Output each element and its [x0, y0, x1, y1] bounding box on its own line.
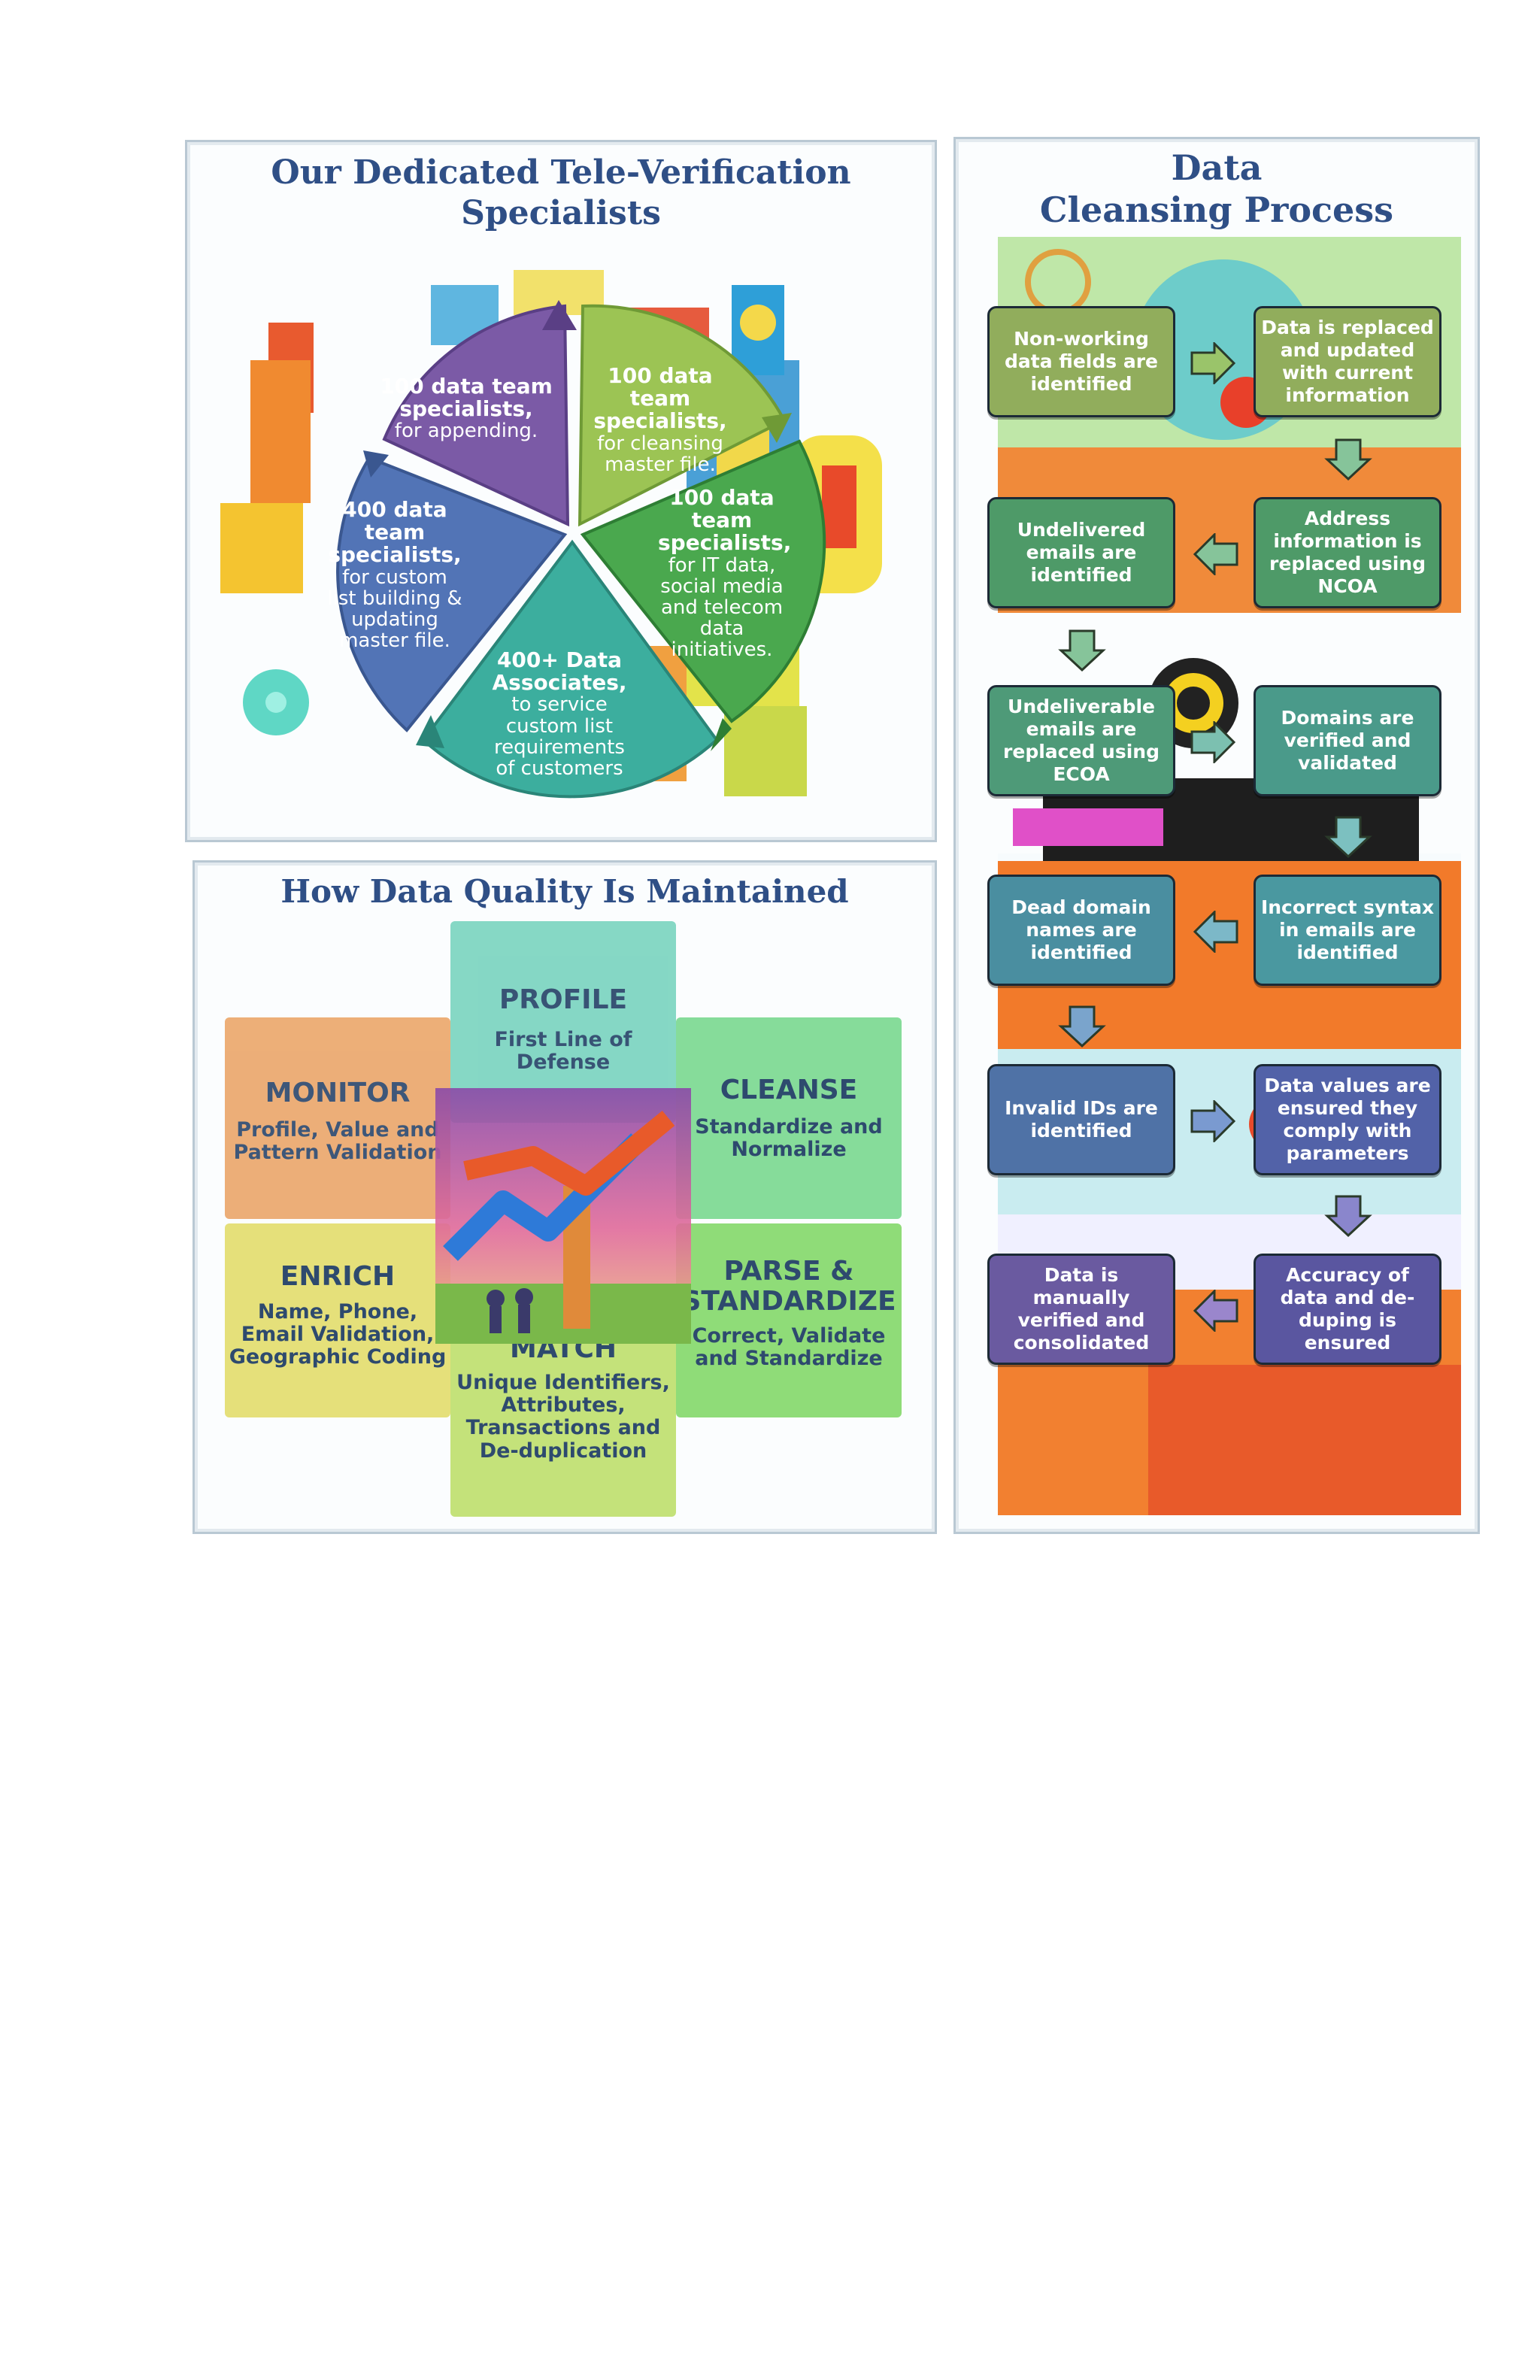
cleanse-box: CLEANSE Standardize and Normalize [676, 1017, 902, 1219]
step-box: Undeliverable emails are replaced using … [987, 685, 1175, 796]
arrow-down-icon [1324, 1193, 1372, 1239]
title-line: Data [956, 147, 1478, 189]
box-heading: PROFILE [450, 984, 676, 1015]
step-box: Address information is replaced using NC… [1254, 497, 1441, 608]
arrow-left-icon [1192, 1290, 1240, 1332]
arrow-down-icon [1058, 1004, 1106, 1049]
segment-text: for IT data, social media and telecom da… [658, 555, 786, 660]
box-subtext: Standardize and Normalize [676, 1116, 902, 1161]
segment-label-custom-list: 400 data team specialists, for custom li… [327, 499, 462, 651]
segment-label-cleansing: 100 data team specialists, for cleansing… [581, 365, 739, 475]
data-cleansing-panel: Data Cleansing Process Non-working data … [953, 137, 1480, 1534]
data-quality-panel: How Data Quality Is Maintained MONITOR P… [192, 860, 937, 1534]
growth-chart-image [420, 1073, 706, 1359]
tele-verification-panel: Our Dedicated Tele-Verification Speciali… [185, 140, 937, 842]
step-box: Data values are ensured they comply with… [1254, 1064, 1441, 1175]
box-subtext: First Line of Defense [450, 1029, 676, 1074]
panel-title: Our Dedicated Tele-Verification Speciali… [187, 153, 935, 234]
box-subtext: Name, Phone, Email Validation, Geographi… [225, 1301, 450, 1369]
segment-text: for appending. [380, 420, 553, 441]
segment-text: for custom list building & updating mast… [327, 567, 462, 651]
segment-bold: 400+ Data Associates, [488, 649, 631, 694]
step-box: Non-working data fields are identified [987, 306, 1175, 417]
box-heading: ENRICH [225, 1261, 450, 1292]
segment-label-appending: 100 data team specialists, for appending… [380, 375, 553, 442]
step-box: Incorrect syntax in emails are identifie… [1254, 875, 1441, 986]
segment-label-it-data: 100 data team specialists, for IT data, … [658, 487, 786, 660]
enrich-box: ENRICH Name, Phone, Email Validation, Ge… [225, 1223, 450, 1417]
segment-text: to service custom list requirements of c… [488, 694, 631, 778]
arrow-left-icon [1192, 911, 1240, 953]
panel-title: Data Cleansing Process [956, 147, 1478, 231]
box-heading: PARSE & STANDARDIZE [676, 1257, 902, 1316]
segment-bold: 400 data team specialists, [327, 499, 462, 567]
box-subtext: Correct, Validate and Standardize [676, 1325, 902, 1370]
step-box: Invalid IDs are identified [987, 1064, 1175, 1175]
arrow-right-icon [1189, 342, 1237, 384]
step-box: Dead domain names are identified [987, 875, 1175, 986]
arrow-right-icon [1189, 721, 1237, 763]
segment-bold: 100 data team specialists, [380, 375, 553, 420]
arrow-down-icon [1324, 437, 1372, 482]
arrow-down-icon [1324, 814, 1372, 860]
title-line: Cleansing Process [956, 189, 1478, 231]
panel-title: How Data Quality Is Maintained [195, 873, 935, 911]
step-box: Undelivered emails are identified [987, 497, 1175, 608]
step-box: Accuracy of data and de-duping is ensure… [1254, 1254, 1441, 1365]
segment-label-associates: 400+ Data Associates, to service custom … [488, 649, 631, 779]
box-subtext: Profile, Value and Pattern Validation [225, 1119, 450, 1164]
arrow-right-icon [1189, 1100, 1237, 1142]
segment-bold: 100 data team specialists, [581, 365, 739, 433]
parse-standardize-box: PARSE & STANDARDIZE Correct, Validate an… [676, 1223, 902, 1417]
box-heading: MONITOR [225, 1078, 450, 1108]
step-box: Data is manually verified and consolidat… [987, 1254, 1175, 1365]
step-box: Data is replaced and updated with curren… [1254, 306, 1441, 417]
segment-bold: 100 data team specialists, [658, 487, 786, 555]
box-heading: CLEANSE [676, 1075, 902, 1105]
monitor-box: MONITOR Profile, Value and Pattern Valid… [225, 1017, 450, 1219]
step-box: Domains are verified and validated [1254, 685, 1441, 796]
arrow-down-icon [1058, 628, 1106, 673]
arrow-left-icon [1192, 533, 1240, 575]
box-subtext: Unique Identifiers, Attributes, Transact… [450, 1372, 676, 1463]
segment-text: for cleansing master file. [581, 433, 739, 475]
